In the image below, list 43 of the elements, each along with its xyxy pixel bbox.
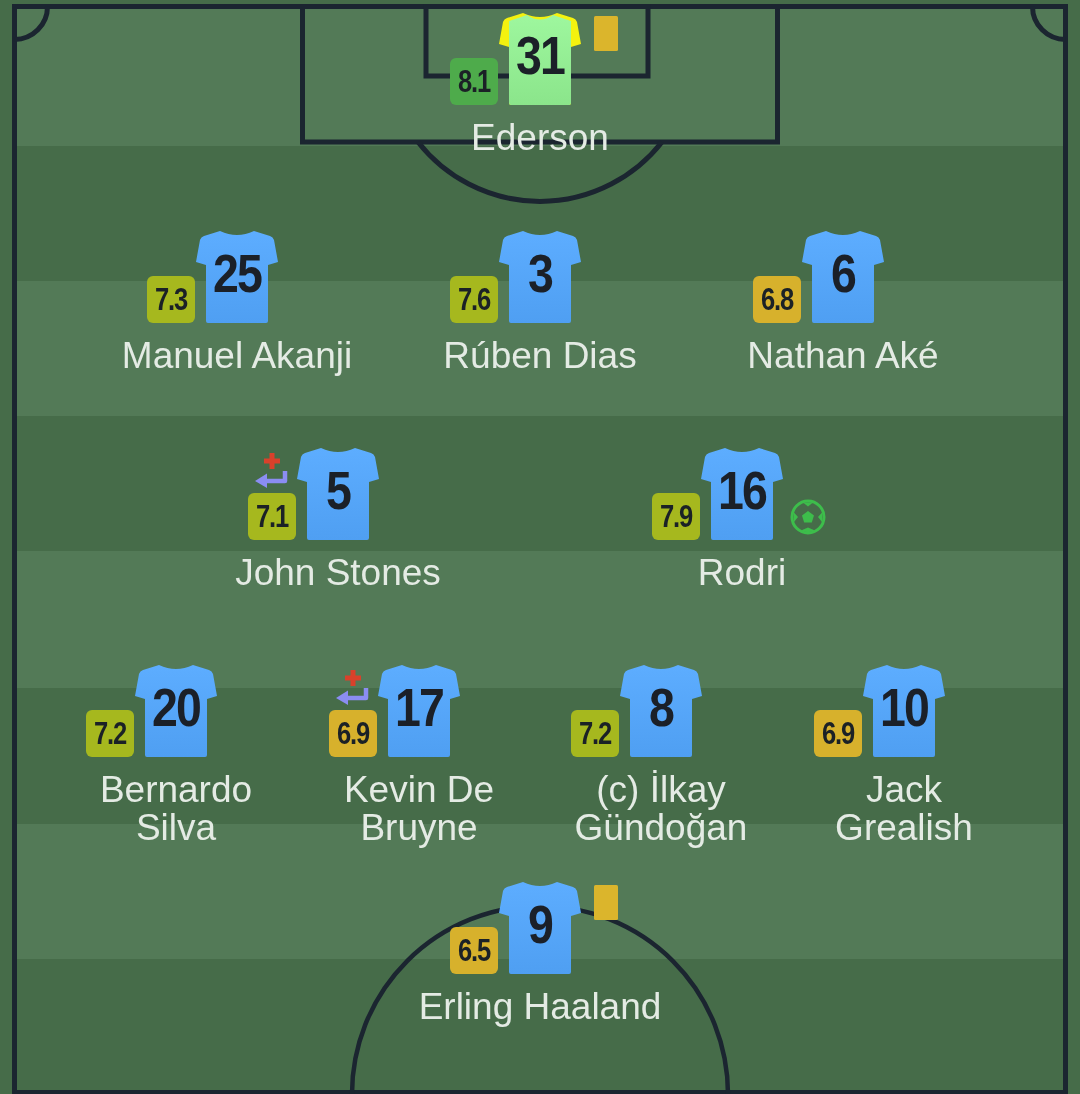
- shirt-number: 9: [527, 897, 553, 951]
- jersey: [499, 881, 581, 974]
- rating-badge: 7.2: [571, 710, 619, 757]
- jersey: [135, 664, 217, 757]
- shirt-number: 6: [830, 246, 856, 300]
- player-name: Jack Grealish: [834, 771, 974, 847]
- jersey: [196, 230, 278, 323]
- player-name: Bernardo Silva: [98, 771, 254, 847]
- jersey: [863, 664, 945, 757]
- player-name: John Stones: [235, 554, 441, 592]
- jersey: [701, 447, 783, 540]
- shirt-number: 5: [325, 463, 351, 517]
- rating-badge: 7.6: [450, 276, 498, 323]
- jersey: [378, 664, 460, 757]
- player-name: Manuel Akanji: [121, 337, 353, 375]
- player-name: Erling Haaland: [418, 988, 662, 1026]
- rating-badge: 6.9: [814, 710, 862, 757]
- shirt-number: 3: [527, 246, 553, 300]
- shirt-number: 16: [717, 463, 767, 517]
- player-name: Nathan Aké: [747, 337, 939, 375]
- player-name: Kevin De Bruyne: [342, 771, 496, 847]
- rating-badge: 8.1: [450, 58, 498, 105]
- rating-badge: 7.1: [248, 493, 296, 540]
- jersey: [499, 230, 581, 323]
- player-name: Rúben Dias: [443, 337, 637, 375]
- player-name: Rodri: [697, 554, 787, 592]
- shirt-number: 8: [648, 680, 674, 734]
- jersey: [499, 12, 581, 105]
- rating-badge: 6.5: [450, 927, 498, 974]
- shirt-number: 31: [515, 28, 565, 82]
- rating-badge: 7.3: [147, 276, 195, 323]
- rating-badge: 6.8: [753, 276, 801, 323]
- jersey: [620, 664, 702, 757]
- shirt-number: 20: [151, 680, 201, 734]
- jersey: [297, 447, 379, 540]
- shirt-number: 10: [879, 680, 929, 734]
- player-name: (c) İlkay Gündoğan: [573, 771, 749, 847]
- rating-badge: 7.9: [652, 493, 700, 540]
- shirt-number: 17: [394, 680, 444, 734]
- shirt-number: 25: [212, 246, 262, 300]
- rating-badge: 7.2: [86, 710, 134, 757]
- jersey: [802, 230, 884, 323]
- rating-badge: 6.9: [329, 710, 377, 757]
